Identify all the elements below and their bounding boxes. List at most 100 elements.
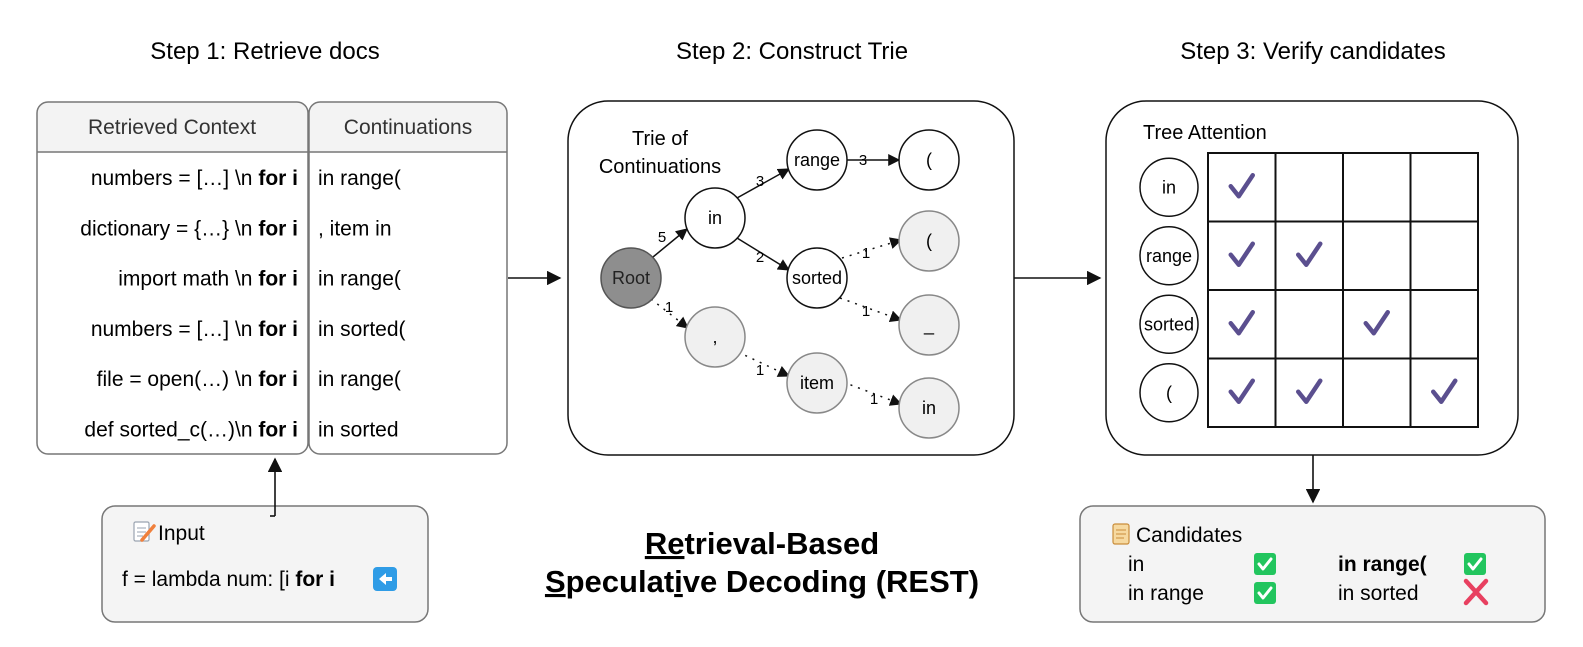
context-cell: numbers = […] \n for i [91,167,298,190]
edge-label: 1 [756,362,764,379]
node-range [786,129,848,191]
check-icon [1296,241,1323,267]
accept-check-icon [1254,582,1276,604]
accept-check-mark [1467,557,1483,571]
retrieval-table: Retrieved Context Continuations [36,101,508,455]
check-icon [1228,173,1255,199]
edge-label: 3 [859,152,867,169]
reject-x-icon [1463,578,1489,606]
token-node [1139,157,1199,217]
node-in-label: in [708,208,722,228]
trie-title-line2: Continuations [599,156,721,178]
node-in [684,187,746,249]
candidates-label: Candidates [1136,524,1242,547]
attention-title: Tree Attention [1143,122,1267,144]
main-title-line1: Retrieval-Based [645,526,879,561]
continuation-cell: in range( [318,368,401,391]
accept-check-icon [1464,553,1486,575]
node-comma [684,306,746,368]
root-node-label: Root [612,268,650,288]
node-paren1-label: ( [926,150,932,170]
node-in2-label: in [922,398,936,418]
context-cell: def sorted_c(…)\n for i [84,419,298,442]
check-icon [1296,378,1323,404]
check-icon [1363,310,1390,336]
context-column-border [36,101,309,455]
root-node [600,247,662,309]
input-box [101,505,429,623]
token-node [1139,226,1199,286]
left-arrow-icon [373,567,397,591]
step1-title: Step 1: Retrieve docs [150,38,379,65]
continuation-header-bg [309,102,507,152]
candidate-text: in [1128,553,1144,576]
continuation-cell: in sorted [318,419,399,442]
check-icon [1228,378,1255,404]
token-node [1139,363,1199,423]
edge-in-sorted [736,237,791,271]
context-cell: import math \n for i [118,268,298,291]
continuation-header: Continuations [344,116,472,139]
continuation-cell: in range( [318,167,401,190]
input-label: Input [158,522,205,545]
context-header-bg [37,102,308,152]
token-node [1139,294,1199,354]
continuation-cell: , item in [318,217,392,240]
edge-label: 1 [862,303,870,320]
context-cell: dictionary = {…} \n for i [80,217,298,240]
trie-nodes: Root in range ( sorted ( _ , item in [600,129,960,439]
step2-title: Step 2: Construct Trie [676,38,908,65]
memo-pencil-icon [133,521,156,542]
trie-title-line1: Trie of [632,128,688,150]
edge-sorted-underscore [839,297,903,322]
main-title-line2: Speculative Decoding (REST) [545,564,979,599]
input-text: f = lambda num: [i for i [122,568,335,591]
node-comma-label: , [712,327,717,347]
check-icon [1228,241,1255,267]
edge-label: 1 [862,245,870,262]
accept-check-mark [1257,557,1273,571]
accept-check-mark [1257,586,1273,600]
accept-check-icon [1254,553,1276,575]
token-label: in [1162,177,1176,197]
scroll-icon [1112,523,1130,545]
edge-label: 1 [665,299,673,316]
node-sorted [786,247,848,309]
continuation-cell: in sorted( [318,318,406,341]
edge-label: 3 [756,173,764,190]
table-rows: numbers = […] \n for i in range( dictionar… [80,167,405,442]
candidates-box [1079,505,1546,623]
trie-edges [650,154,903,406]
node-range-label: range [794,150,840,170]
node-paren1 [898,129,960,191]
token-label: range [1146,246,1192,266]
token-label: sorted [1144,314,1194,334]
context-cell: file = open(…) \n for i [97,368,298,391]
edge-label: 2 [756,249,764,266]
node-paren2-label: ( [926,231,932,251]
trie-edge-labels: 5 3 3 2 1 1 1 1 1 [658,152,878,408]
edge-in-range [736,168,791,199]
edge-label: 5 [658,229,666,246]
node-underscore [898,294,960,356]
edge-label: 1 [870,391,878,408]
step3-title: Step 3: Verify candidates [1180,38,1446,65]
node-underscore-label: _ [923,315,935,336]
continuation-column-border [308,101,508,455]
node-item [786,352,848,414]
edge-root-in [652,228,688,258]
candidate-text: in range [1128,582,1204,605]
check-icon [1228,310,1255,336]
node-sorted-label: sorted [792,268,842,288]
check-icon [1431,378,1458,404]
context-header: Retrieved Context [88,116,256,139]
candidate-text: in range( [1338,553,1427,576]
continuation-cell: in range( [318,268,401,291]
context-cell: numbers = […] \n for i [91,318,298,341]
edge-comma-item [737,351,791,377]
node-item-label: item [800,373,834,393]
node-paren2 [898,210,960,272]
